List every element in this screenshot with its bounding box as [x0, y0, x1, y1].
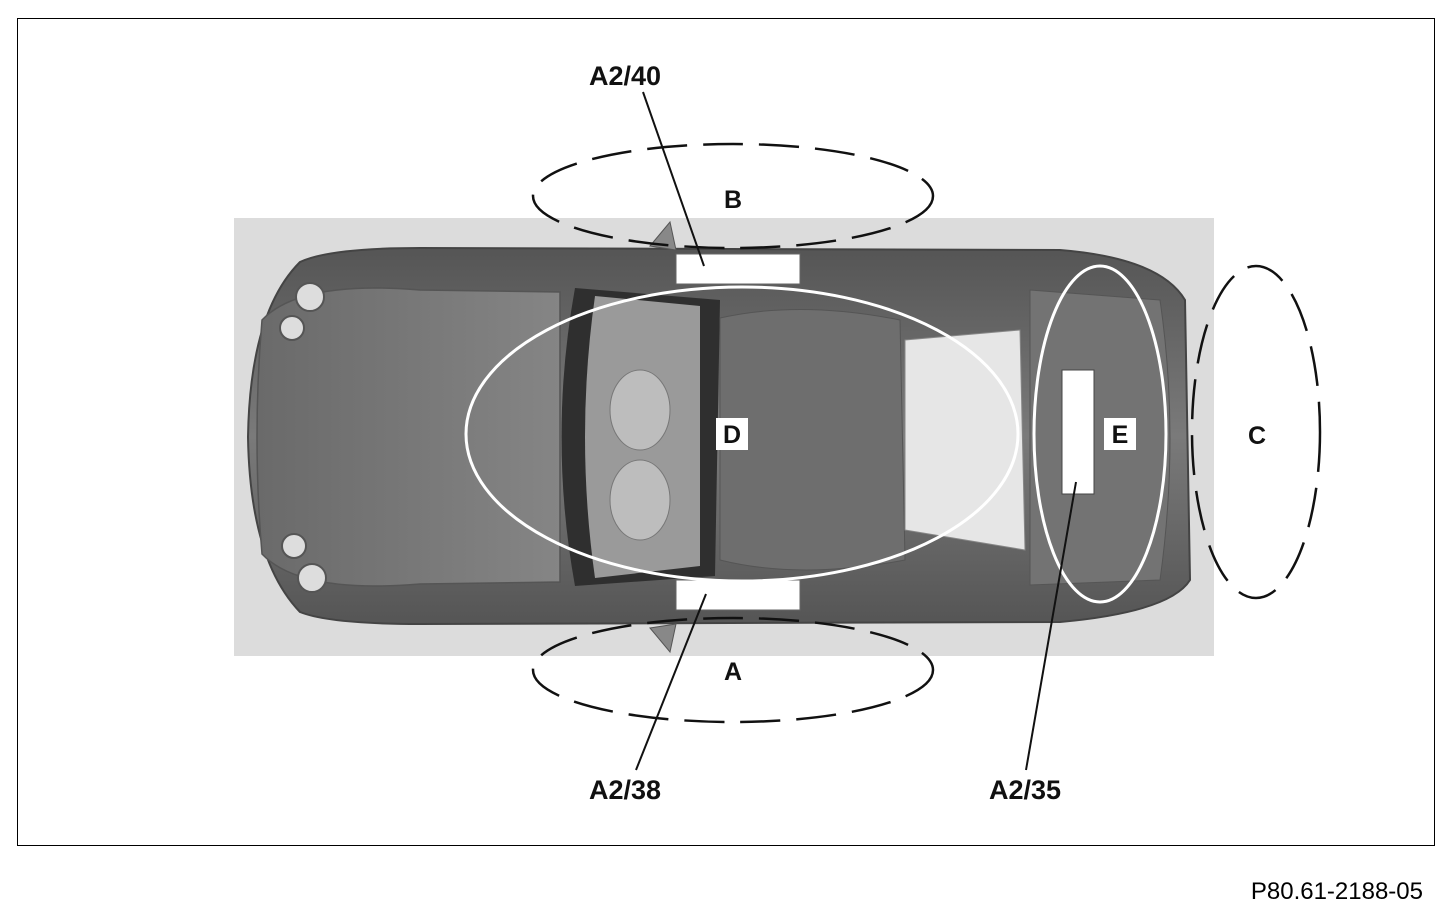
zone-label-a: A [724, 658, 742, 686]
sensor-box-top [675, 253, 801, 285]
zone-d-outline [464, 285, 1020, 583]
sensor-label-a2-35: A2/35 [989, 775, 1061, 805]
zone-label-e: E [1112, 421, 1129, 449]
zone-c-outline [1190, 264, 1322, 600]
sensor-box-bottom [675, 579, 801, 611]
leader-line-a2-35 [1025, 481, 1077, 771]
zone-d-label-box [716, 418, 748, 450]
zone-e-label-box [1104, 418, 1136, 450]
headlight-bottom [281, 533, 327, 593]
sensor-label-a2-40: A2/40 [589, 61, 661, 91]
zone-e-outline [1032, 264, 1168, 604]
sensor-box-rear [1061, 369, 1095, 495]
sensor-label-a2-38: A2/38 [589, 775, 661, 805]
zone-label-b: B [724, 186, 742, 214]
zone-a-outline [531, 616, 935, 724]
zone-b-outline [531, 142, 935, 250]
leader-line-a2-40 [642, 91, 705, 267]
headlight-top [279, 282, 325, 341]
zone-label-d: D [723, 421, 741, 449]
figure-reference: P80.61-2188-05 [1250, 878, 1423, 905]
zone-label-c: C [1248, 422, 1266, 450]
leader-line-a2-38 [635, 593, 707, 771]
diagram-frame [17, 18, 1435, 846]
